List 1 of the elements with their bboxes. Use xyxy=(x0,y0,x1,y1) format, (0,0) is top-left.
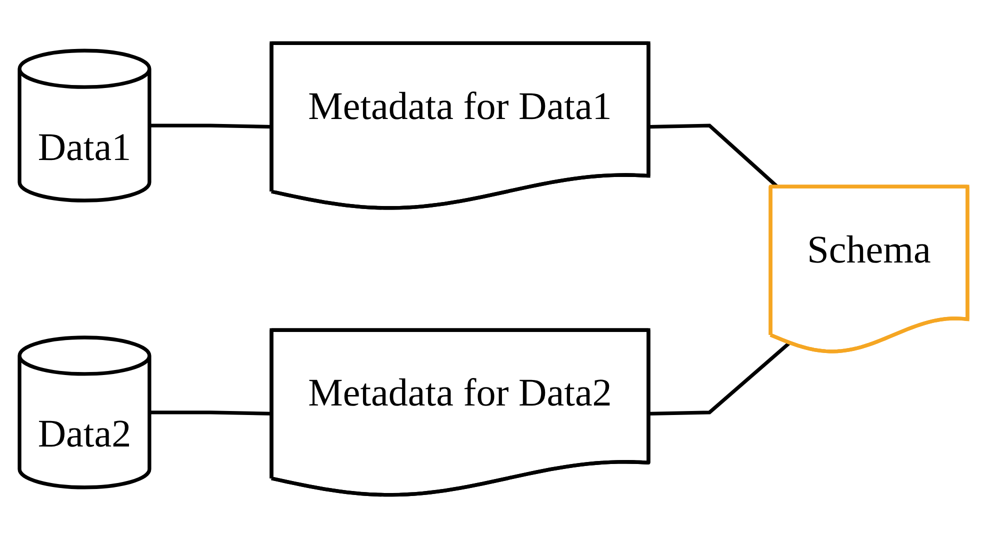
connector xyxy=(650,342,790,416)
